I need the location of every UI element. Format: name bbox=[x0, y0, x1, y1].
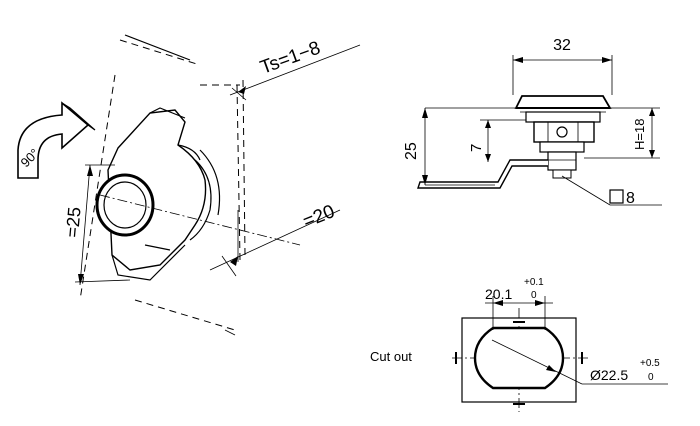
cutout-width-tol-upper: +0.1 bbox=[524, 277, 544, 288]
width-32-label: 32 bbox=[553, 37, 571, 54]
height-25-label: =25 bbox=[62, 206, 85, 238]
height-25-side-label: 25 bbox=[403, 142, 420, 160]
cutout-width-tol-lower: 0 bbox=[531, 290, 537, 301]
thickness-label: Ts=1−8 bbox=[258, 38, 324, 79]
knob-shaft bbox=[547, 151, 577, 171]
nut-center bbox=[556, 126, 568, 138]
cylinder-face bbox=[95, 173, 155, 237]
knob-top-edge bbox=[149, 107, 186, 119]
height-25-ext-bottom bbox=[74, 279, 131, 283]
cam-arm bbox=[417, 159, 548, 189]
cutout-diameter-label: Ø22.5 bbox=[590, 367, 628, 383]
height-h-label: H=18 bbox=[632, 119, 647, 150]
depth-label: =20 bbox=[300, 201, 338, 233]
square-size-label: 8 bbox=[626, 190, 635, 207]
square-leader bbox=[561, 175, 611, 206]
isometric-view: Ts=1−8 90° =25 =20 bbox=[17, 34, 361, 336]
panel-top-edge bbox=[119, 39, 201, 66]
depth-tick bbox=[221, 255, 237, 277]
panel-left-edge bbox=[79, 74, 116, 301]
knob-nut bbox=[533, 121, 595, 143]
height-25-dimension-line bbox=[79, 164, 91, 286]
panel-right-edge bbox=[236, 84, 241, 261]
cutout-hole bbox=[473, 326, 565, 390]
cutout-title: Cut out bbox=[370, 349, 412, 364]
knob-rear-flange bbox=[189, 159, 212, 241]
side-view: 32 25 7 H=18 bbox=[403, 37, 662, 207]
height-7-label: 7 bbox=[468, 144, 485, 152]
panel-right-edge-2 bbox=[242, 79, 246, 256]
knob-head bbox=[514, 95, 612, 109]
center-axis bbox=[99, 194, 301, 246]
panel-bottom-edge bbox=[134, 299, 236, 331]
cutout-diameter-tol-lower: 0 bbox=[648, 372, 654, 383]
ts-tick bbox=[231, 87, 247, 101]
depth-dimension-line bbox=[209, 209, 341, 271]
ts-dimension-line bbox=[229, 44, 361, 96]
knob-collar bbox=[525, 111, 601, 123]
panel-top-edge-solid bbox=[124, 34, 191, 61]
cutout-view: Cut out 20.1 +0.1 0 Ø22.5 +0.5 0 bbox=[370, 277, 668, 412]
cutout-width-label: 20.1 bbox=[485, 286, 512, 302]
knob-lower-wing bbox=[111, 244, 186, 281]
square-icon bbox=[609, 189, 624, 204]
panel-corner bbox=[224, 329, 236, 336]
diameter-leader bbox=[491, 339, 583, 385]
ts-arrow-icon bbox=[238, 86, 246, 94]
cutout-diameter-tol-upper: +0.5 bbox=[640, 358, 660, 369]
